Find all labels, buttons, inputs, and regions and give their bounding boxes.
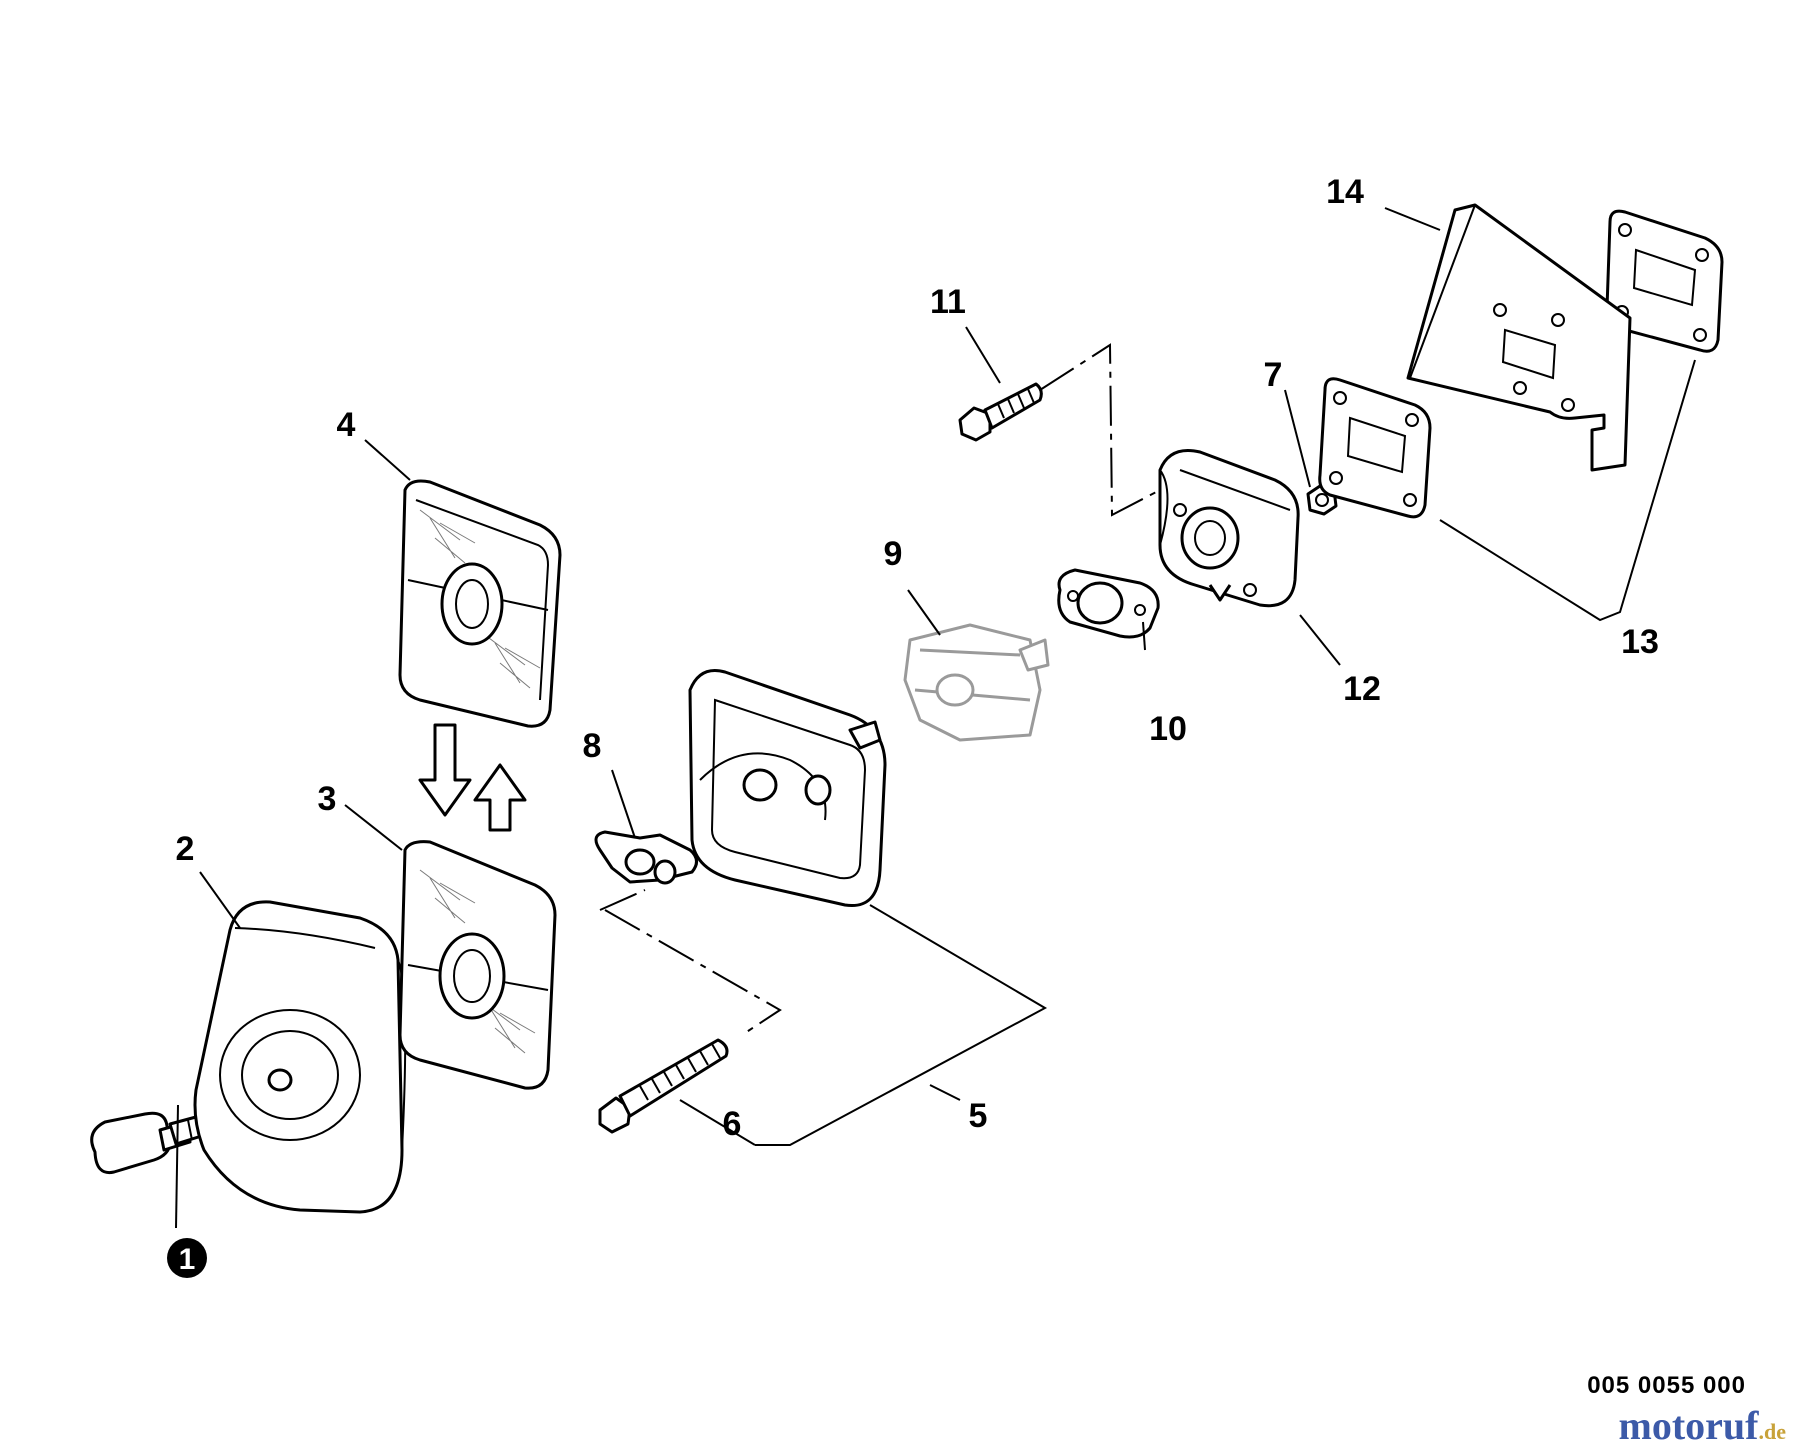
part-air-filter-dark bbox=[398, 840, 557, 1090]
part-heat-shield bbox=[1406, 203, 1632, 472]
callout-9: 9 bbox=[884, 535, 903, 573]
callout-14: 14 bbox=[1326, 173, 1364, 211]
part-screw bbox=[958, 382, 1043, 442]
leader-lines bbox=[175, 207, 1696, 1229]
callout-labels: 1 2 3 4 5 6 7 8 9 10 11 12 13 14 bbox=[167, 173, 1659, 1278]
callout-1: 1 bbox=[179, 1243, 196, 1276]
part-long-bolt bbox=[598, 1038, 729, 1134]
part-gasket-pair bbox=[1318, 209, 1724, 519]
watermark-main: motoruf bbox=[1618, 1403, 1759, 1448]
callout-8: 8 bbox=[583, 727, 602, 765]
swap-arrows-icon bbox=[418, 723, 527, 832]
callout-4: 4 bbox=[337, 406, 356, 444]
part-insulator bbox=[1158, 449, 1300, 608]
part-air-filter-light bbox=[398, 479, 562, 728]
part-air-cleaner-cover bbox=[193, 900, 407, 1214]
callout-2: 2 bbox=[176, 830, 195, 868]
callout-3: 3 bbox=[318, 780, 337, 818]
callout-5: 5 bbox=[969, 1097, 988, 1135]
watermark-logo: motoruf.de bbox=[1619, 1402, 1786, 1449]
callout-6: 6 bbox=[723, 1105, 742, 1143]
part-bracket bbox=[594, 830, 698, 885]
part-gasket-small bbox=[1057, 568, 1160, 639]
callout-10: 10 bbox=[1149, 710, 1187, 748]
part-air-cleaner-case bbox=[688, 669, 887, 908]
watermark-suffix: .de bbox=[1758, 1419, 1787, 1444]
callout-11: 11 bbox=[930, 283, 966, 321]
callout-13: 13 bbox=[1621, 623, 1659, 661]
callout-7: 7 bbox=[1264, 356, 1283, 394]
callout-12: 12 bbox=[1343, 670, 1381, 708]
part-carburetor bbox=[903, 623, 1050, 742]
document-number: 005 0055 000 bbox=[1587, 1372, 1746, 1399]
alignment-lines bbox=[599, 343, 1161, 1036]
callout-1-badge bbox=[167, 1238, 207, 1278]
